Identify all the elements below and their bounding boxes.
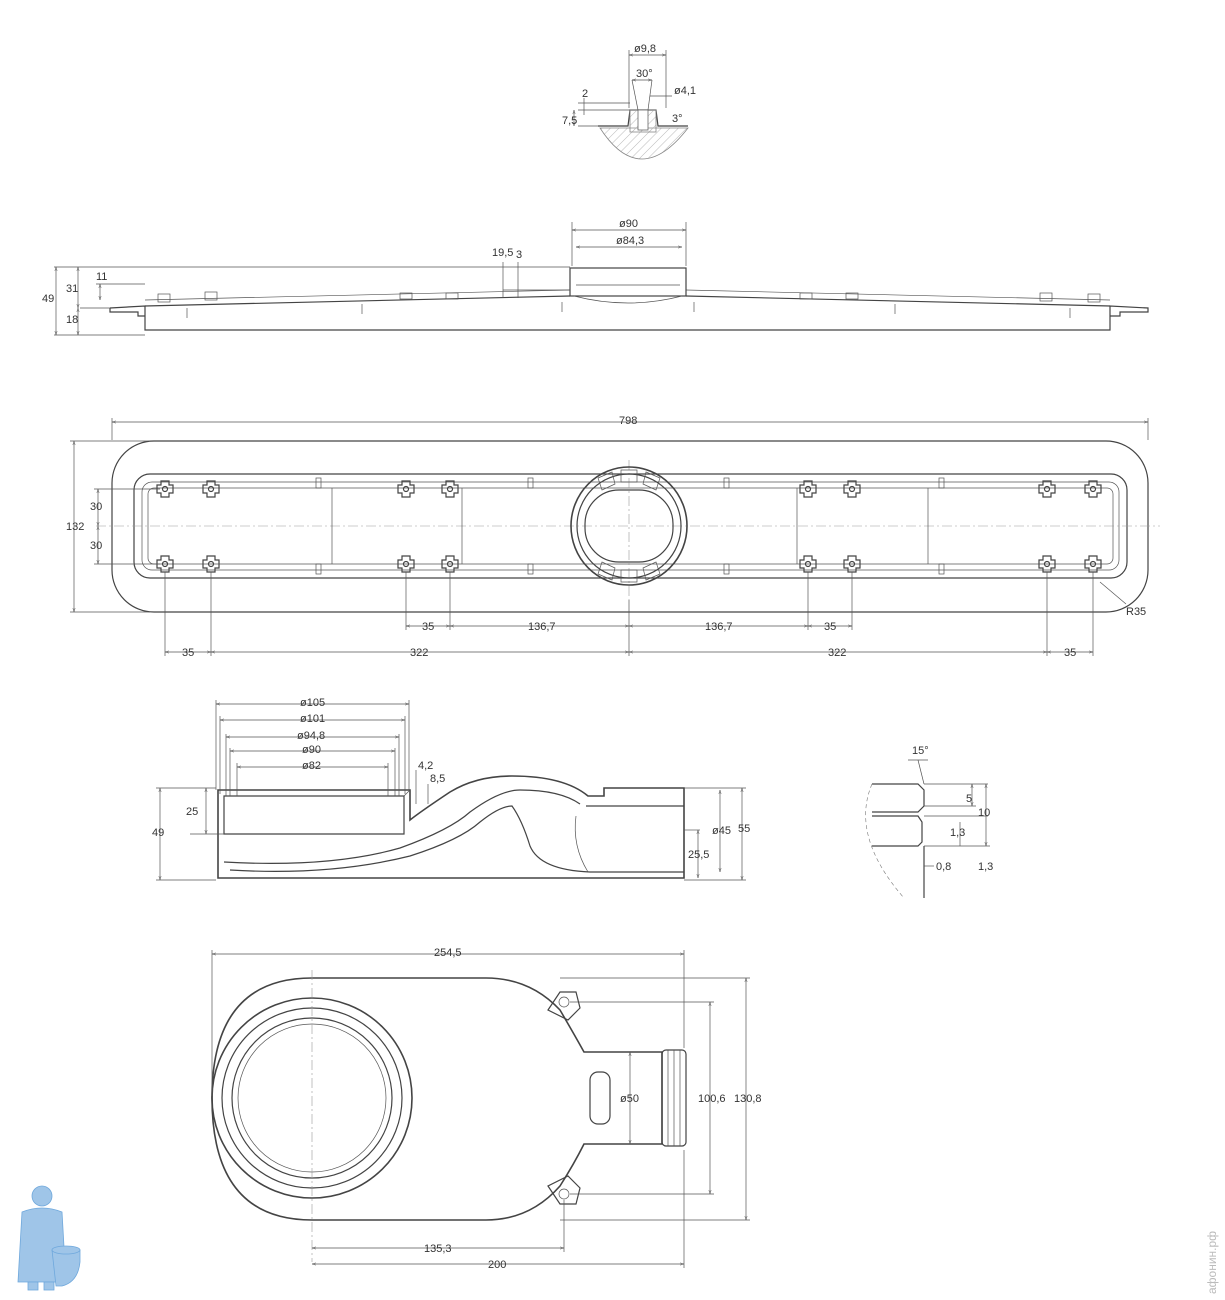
pin-h1-label: 2 [582, 88, 588, 100]
siphon-section: ø105 ø101 ø94,8 ø90 ø82 4,2 8,5 49 25 55… [152, 697, 750, 881]
siphon-d4-label: ø90 [302, 744, 321, 756]
siphon-t1-label: 4,2 [418, 760, 433, 772]
pin-dia-label: ø9,8 [634, 43, 656, 55]
pin-hole-label: ø4,1 [674, 85, 696, 97]
plan-width-label: 132 [66, 521, 84, 533]
siphon-d1-label: ø105 [300, 697, 325, 709]
seal-v13a-label: 1,3 [950, 827, 965, 839]
side-h-31-label: 31 [66, 283, 78, 295]
siphon-h49-label: 49 [152, 827, 164, 839]
side-h-11-label: 11 [96, 271, 107, 283]
splan-w1-label: 135,3 [424, 1243, 452, 1255]
plumber-mascot-icon [17, 1185, 81, 1291]
side-off2-label: 3 [516, 249, 522, 261]
plan-r2-d-label: 35 [1064, 647, 1076, 659]
side-view: ø90 ø84,3 49 31 11 18 19,5 3 [42, 218, 1149, 336]
pin-angle-label: 30° [636, 68, 653, 80]
plan-length-label: 798 [619, 415, 637, 427]
siphon-h255-label: 25,5 [688, 849, 709, 861]
plan-r1-a-label: 35 [422, 621, 434, 633]
pin-h2-label: 7,5 [562, 115, 577, 127]
plan-r1-b-label: 136,7 [528, 621, 556, 633]
siphon-d3-label: ø94,8 [297, 730, 325, 742]
plan-c1-label: 30 [90, 501, 102, 513]
detail-pin: ø9,8 30° ø4,1 2 7,5 3° [562, 43, 696, 160]
plan-r2-c-label: 322 [828, 647, 846, 659]
plan-r1-c-label: 136,7 [705, 621, 733, 633]
pin-slope-label: 3° [672, 113, 683, 125]
clip-grid [156, 480, 1102, 573]
watermark: афонин.рф [1205, 1231, 1219, 1294]
plan-view: 798 132 30 30 R35 35 136,7 136,7 35 [66, 415, 1160, 659]
seal-detail: 15° 5 10 1,3 0,8 1,3 [865, 745, 993, 899]
splan-dout-label: ø50 [620, 1093, 639, 1105]
plan-c2-label: 30 [90, 540, 102, 552]
splan-h1-label: 100,6 [698, 1093, 726, 1105]
plan-radius-label: R35 [1126, 606, 1146, 618]
siphon-h25-label: 25 [186, 806, 198, 818]
siphon-t2-label: 8,5 [430, 773, 445, 785]
splan-h2-label: 130,8 [734, 1093, 762, 1105]
side-h-18-label: 18 [66, 314, 78, 326]
siphon-d5-label: ø82 [302, 760, 321, 772]
seal-v10-label: 10 [978, 807, 990, 819]
seal-v5-label: 5 [966, 793, 972, 805]
seal-angle-label: 15° [912, 745, 929, 757]
side-dia-outer-label: ø90 [619, 218, 638, 230]
central-outlet [570, 466, 688, 586]
plan-r2-b-label: 322 [410, 647, 428, 659]
plan-r1-d-label: 35 [824, 621, 836, 633]
siphon-plan: 254,5 ø50 100,6 130,8 135,3 200 [211, 947, 762, 1271]
siphon-h55-label: 55 [738, 823, 750, 835]
siphon-d2-label: ø101 [300, 713, 325, 725]
plan-r2-a-label: 35 [182, 647, 194, 659]
side-h-total-label: 49 [42, 293, 54, 305]
seal-v13b-label: 1,3 [978, 861, 993, 873]
side-off1-label: 19,5 [492, 247, 513, 259]
side-dia-inner-label: ø84,3 [616, 235, 644, 247]
splan-w2-label: 200 [488, 1259, 506, 1271]
seal-v08-label: 0,8 [936, 861, 951, 873]
splan-width-label: 254,5 [434, 947, 462, 959]
siphon-dout-label: ø45 [712, 825, 731, 837]
